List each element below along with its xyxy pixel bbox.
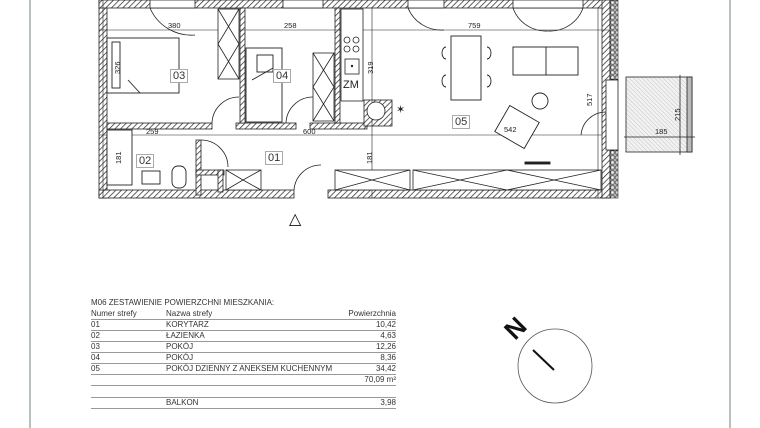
ventilation-label-zm: ZM [343, 79, 359, 91]
row-name: POKÓJ [166, 352, 345, 364]
table-row: 01 KORYTARZ 10,42 [91, 319, 396, 331]
entrance-marker-icon: △ [289, 211, 302, 228]
row-area: 4,63 [344, 330, 396, 342]
header-number: Numer strefy [91, 309, 166, 320]
star-marker: ✶ [396, 104, 406, 116]
bed-room-03 [106, 37, 180, 94]
row-name: ŁAZIENKA [166, 330, 345, 342]
row-area: 34,42 [344, 363, 396, 375]
bathroom-fixtures [106, 129, 187, 189]
room-label-04: 04 [273, 69, 292, 83]
balcony-area: 3,98 [344, 397, 396, 409]
row-number: 03 [91, 341, 166, 353]
row-name: POKÓJ [166, 341, 345, 353]
wardrobes [217, 8, 602, 191]
room-label-02: 02 [136, 154, 155, 168]
dim-181-hall: 181 [365, 151, 374, 164]
header-name: Nazwa strefy [166, 309, 345, 320]
dim-185: 185 [655, 127, 668, 136]
dim-319: 319 [366, 61, 375, 74]
bed-room-04 [245, 47, 283, 123]
area-table: Numer strefy Nazwa strefy Powierzchnia 0… [91, 309, 396, 409]
row-name: POKÓJ DZIENNY Z ANEKSEM KUCHENNYM [166, 363, 345, 375]
door-swings [149, 7, 607, 191]
row-area: 8,36 [344, 352, 396, 364]
area-table-title: M06 ZESTAWIENIE POWIERZCHNI MIESZKANIA: [91, 298, 275, 307]
room-label-03: 03 [170, 69, 189, 83]
dim-259: 259 [146, 127, 159, 136]
total-area: 70,09 m² [344, 374, 396, 386]
table-row: 03 POKÓJ 12,26 [91, 341, 396, 353]
dim-600: 600 [303, 127, 316, 136]
row-name: KORYTARZ [166, 319, 345, 331]
row-area: 12,26 [344, 341, 396, 353]
dim-258: 258 [284, 21, 297, 30]
table-spacer-row [91, 385, 396, 398]
page-frame-left-line [29, 0, 31, 428]
dim-181-bath: 181 [114, 151, 123, 164]
dim-215: 215 [673, 108, 682, 121]
dim-326: 326 [113, 61, 122, 74]
balcony-name: BALKON [166, 397, 345, 409]
kitchen-counter [340, 8, 386, 121]
dim-759: 759 [468, 21, 481, 30]
svg-text:N: N [498, 311, 532, 345]
page-frame-right-line [729, 0, 731, 428]
living-furniture [441, 35, 579, 165]
balcony [624, 75, 695, 155]
row-area: 10,42 [344, 319, 396, 331]
dim-542: 542 [504, 125, 517, 134]
row-number: 05 [91, 363, 166, 375]
table-balcony-row: BALKON 3,98 [91, 397, 396, 409]
interior-walls [106, 7, 393, 196]
table-total-row: 70,09 m² [91, 374, 396, 386]
room-label-05: 05 [452, 115, 471, 129]
compass-icon: N [498, 311, 593, 404]
row-number: 04 [91, 352, 166, 364]
table-row: 02 ŁAZIENKA 4,63 [91, 330, 396, 342]
table-row: 04 POKÓJ 8,36 [91, 352, 396, 364]
row-number: 01 [91, 319, 166, 331]
dim-517: 517 [585, 93, 594, 106]
row-number: 02 [91, 330, 166, 342]
dim-380: 380 [168, 21, 181, 30]
table-row: 05 POKÓJ DZIENNY Z ANEKSEM KUCHENNYM 34,… [91, 363, 396, 375]
header-area: Powierzchnia [344, 309, 396, 320]
room-label-01: 01 [265, 151, 284, 165]
area-table-header: Numer strefy Nazwa strefy Powierzchnia [91, 309, 396, 320]
